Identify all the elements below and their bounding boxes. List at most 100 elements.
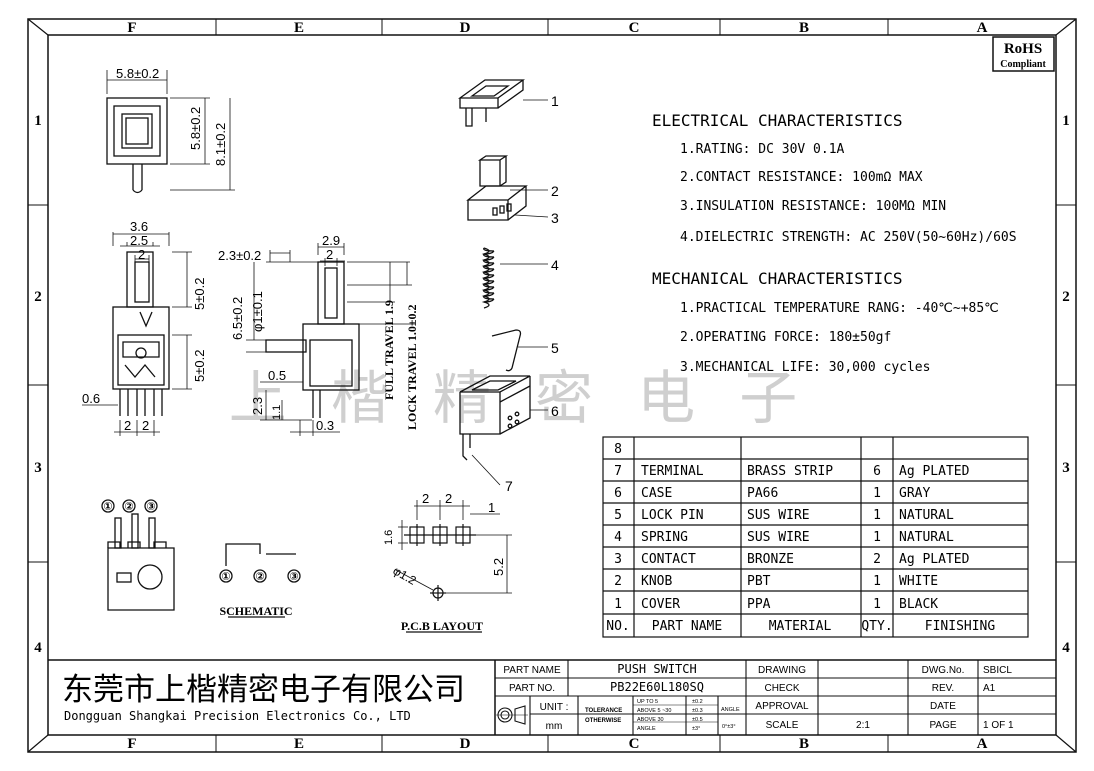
bom-row-1-material: PPA xyxy=(747,597,771,612)
mechanical-item-2: 2.OPERATING FORCE: 180±50gf xyxy=(680,330,891,345)
tol-r3-a: ABOVE 30 xyxy=(637,717,664,723)
dim-side-width-2: 2 xyxy=(138,247,145,262)
tol-r2-a: ABOVE 5 ~30 xyxy=(637,708,671,714)
zone-bottom-f: F xyxy=(127,736,136,752)
bom-row-1-part: COVER xyxy=(641,597,680,612)
bom-row-4-qty: 1 xyxy=(873,530,881,545)
bom-row-7-finish: Ag PLATED xyxy=(899,464,970,479)
dim-front-11: 1.1 xyxy=(271,405,283,420)
dim-pcb-2a: 2 xyxy=(422,491,429,506)
watermark: 上 楷 精 密 电 子 xyxy=(229,366,812,431)
rev-label: REV. xyxy=(932,683,954,694)
bom-row-8-no: 8 xyxy=(614,442,622,457)
bom-header-finishing: FINISHING xyxy=(925,619,996,634)
bom-row-7-part: TERMINAL xyxy=(641,464,704,479)
schematic-pins: ① ② ③ xyxy=(221,571,298,583)
zone-right-4: 4 xyxy=(1062,640,1070,656)
electrical-item-4: 4.DIELECTRIC STRENGTH: AC 250V(50~60Hz)/… xyxy=(680,230,1017,245)
check-label: CHECK xyxy=(764,683,799,694)
page-value: 1 OF 1 xyxy=(983,720,1014,731)
bom-row-5-material: SUS WIRE xyxy=(747,508,810,523)
dim-side-width-36: 3.6 xyxy=(130,219,148,234)
scale-label: SCALE xyxy=(766,720,799,731)
exploded-parts xyxy=(457,79,549,486)
dwg-no-label: DWG.No. xyxy=(922,665,965,676)
callout-7: 7 xyxy=(505,478,513,494)
dim-front-2: 2 xyxy=(326,247,333,262)
dim-top-height-total: 8.1±0.2 xyxy=(213,123,228,166)
side-view xyxy=(82,232,192,436)
drawing-label: DRAWING xyxy=(758,665,806,676)
mechanical-title: MECHANICAL CHARACTERISTICS xyxy=(652,269,902,288)
part-callouts: 1 2 3 4 5 6 7 xyxy=(505,93,559,494)
zone-bottom-e: E xyxy=(294,736,304,752)
pin-label-1: ① xyxy=(103,501,112,513)
bom-row-6-part: CASE xyxy=(641,486,672,501)
dim-front-05: 0.5 xyxy=(268,368,286,383)
pcb-dims: 2 2 1 1.6 5.2 φ1.2 xyxy=(383,491,506,588)
dim-side-height-lower: 5±0.2 xyxy=(192,350,207,382)
callout-5: 5 xyxy=(551,340,559,356)
schematic-pin-3: ③ xyxy=(289,571,298,583)
dim-full-travel: FULL TRAVEL 1.9 xyxy=(382,300,396,400)
bottom-view xyxy=(101,499,175,611)
tol-r1-b: ±0.2 xyxy=(692,699,703,705)
schematic-pin-1: ① xyxy=(221,571,230,583)
top-view xyxy=(106,70,235,194)
dim-top-width: 5.8±0.2 xyxy=(116,66,159,81)
front-view xyxy=(246,243,415,436)
angle-label: ANGLE xyxy=(721,707,740,713)
zone-top-d: D xyxy=(460,20,471,36)
dim-pcb-52: 5.2 xyxy=(491,558,506,576)
dim-side-pitch-1: 2 xyxy=(124,418,131,433)
dim-pcb-1: 1 xyxy=(488,500,495,515)
date-label: DATE xyxy=(930,701,956,712)
tol-r4-b: ±3° xyxy=(692,726,700,732)
dwg-no-value: SBICL xyxy=(983,665,1012,676)
electrical-title: ELECTRICAL CHARACTERISTICS xyxy=(652,111,902,130)
bom-row-5-part: LOCK PIN xyxy=(641,508,704,523)
company-name-en: Dongguan Shangkai Precision Electronics … xyxy=(64,709,411,723)
bottom-view-pins: ① ② ③ xyxy=(103,501,155,513)
part-no-value: PB22E60L180SQ xyxy=(610,680,704,694)
company-name-cn: 东莞市上楷精密电子有限公司 xyxy=(62,672,465,707)
schematic xyxy=(219,543,301,618)
dim-lock-travel: LOCK TRAVEL 1.0±0.2 xyxy=(405,304,419,430)
bom-header-qty: QTY. xyxy=(861,619,892,634)
bom-row-1-no: 1 xyxy=(614,597,622,612)
dim-front-65: 6.5±0.2 xyxy=(230,297,245,340)
part-spring xyxy=(481,247,548,309)
zone-bottom-b: B xyxy=(799,736,809,752)
bom-row-3-part: CONTACT xyxy=(641,552,696,567)
bom-table xyxy=(602,436,1029,638)
scale-value: 2:1 xyxy=(856,720,870,731)
zone-labels: F E D C B A F E D C B A 1 2 3 4 1 2 3 4 xyxy=(34,20,1070,752)
zone-left-4: 4 xyxy=(34,640,42,656)
angle-value: 0°±3° xyxy=(722,724,736,730)
dim-pcb-16: 1.6 xyxy=(383,530,395,545)
bom-row-7-no: 7 xyxy=(614,464,622,479)
bom-row-5-no: 5 xyxy=(614,508,622,523)
callout-2: 2 xyxy=(551,183,559,199)
dim-top-height: 5.8±0.2 xyxy=(188,107,203,150)
bom-cells: 8 7 6 5 4 3 2 1 6 1 1 1 2 1 1 NO. PART N… xyxy=(606,442,995,634)
bom-row-3-finish: Ag PLATED xyxy=(899,552,970,567)
schematic-label: SCHEMATIC xyxy=(219,604,292,618)
dim-front-dia1: φ1±0.1 xyxy=(250,291,265,332)
zone-bottom-c: C xyxy=(629,736,640,752)
unit-value: mm xyxy=(546,721,563,732)
callout-4: 4 xyxy=(551,257,559,273)
dim-pcb-dia: φ1.2 xyxy=(391,563,419,588)
zone-right-3: 3 xyxy=(1062,460,1070,476)
approval-label: APPROVAL xyxy=(755,701,809,712)
pcb-label: P.C.B LAYOUT xyxy=(401,619,483,633)
bom-header-no: NO. xyxy=(606,619,629,634)
title-block-text: 东莞市上楷精密电子有限公司 Dongguan Shangkai Precisio… xyxy=(62,662,1014,732)
zone-top-c: C xyxy=(629,20,640,36)
electrical-item-2: 2.CONTACT RESISTANCE: 100mΩ MAX xyxy=(680,170,923,185)
tol-r2-b: ±0.3 xyxy=(692,708,703,714)
bom-row-3-material: BRONZE xyxy=(747,552,794,567)
projection-symbol xyxy=(496,705,528,725)
page-label: PAGE xyxy=(929,720,956,731)
